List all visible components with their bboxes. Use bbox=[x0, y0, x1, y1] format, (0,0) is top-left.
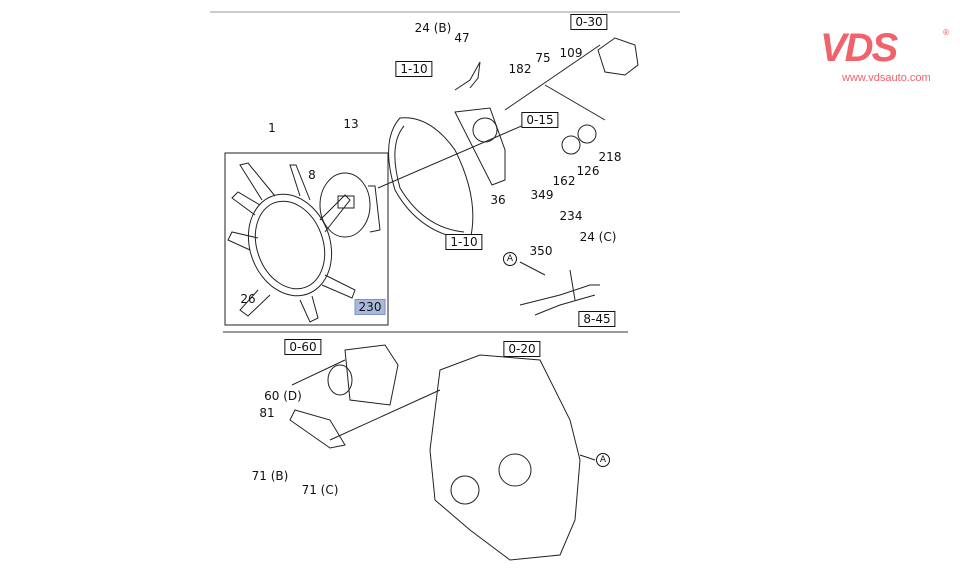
part-label[interactable]: 81 bbox=[259, 406, 275, 420]
logo-url[interactable]: www.vdsauto.com bbox=[842, 72, 931, 84]
part-label[interactable]: 182 bbox=[508, 62, 532, 76]
part-label[interactable]: 71 (B) bbox=[251, 469, 289, 483]
part-label[interactable]: 218 bbox=[598, 150, 622, 164]
part-label[interactable]: 13 bbox=[343, 117, 359, 131]
water-pump-drawing bbox=[454, 37, 639, 155]
part-label[interactable]: 26 bbox=[240, 292, 256, 306]
fan-group-box bbox=[224, 152, 389, 326]
connection-marker-a: A bbox=[596, 453, 610, 467]
part-label[interactable]: 24 (C) bbox=[579, 230, 617, 244]
part-label[interactable]: 75 bbox=[535, 51, 551, 65]
part-label-selected[interactable]: 230 bbox=[354, 299, 386, 315]
part-label[interactable]: 109 bbox=[559, 46, 583, 60]
belt-drawing bbox=[454, 107, 506, 186]
part-label[interactable]: 1 bbox=[268, 121, 276, 135]
part-label[interactable]: 162 bbox=[552, 174, 576, 188]
water-pipe-drawing bbox=[519, 261, 600, 316]
part-label[interactable]: 24 (B) bbox=[414, 21, 452, 35]
logo-mark: VDS bbox=[820, 26, 898, 70]
part-label[interactable]: 47 bbox=[454, 31, 470, 45]
fan-drawing bbox=[227, 162, 356, 323]
reference-box[interactable]: 1-10 bbox=[395, 61, 433, 77]
part-label[interactable]: 350 bbox=[529, 244, 553, 258]
alternator-drawing bbox=[289, 344, 399, 449]
registered-mark: ® bbox=[942, 28, 950, 37]
fan-clutch-drawing bbox=[319, 172, 381, 238]
reference-box[interactable]: 8-45 bbox=[578, 311, 616, 327]
connection-marker-a: A bbox=[503, 252, 517, 266]
part-label[interactable]: 234 bbox=[559, 209, 583, 223]
reference-box[interactable]: 0-60 bbox=[284, 339, 322, 355]
reference-box[interactable]: 1-10 bbox=[445, 234, 483, 250]
part-label[interactable]: 36 bbox=[490, 193, 506, 207]
part-label[interactable]: 126 bbox=[576, 164, 600, 178]
reference-box[interactable]: 0-20 bbox=[503, 341, 541, 357]
part-label[interactable]: 60 (D) bbox=[264, 389, 302, 403]
part-label[interactable]: 71 (C) bbox=[301, 483, 339, 497]
fan-shroud-drawing bbox=[388, 117, 474, 241]
part-label[interactable]: 349 bbox=[530, 188, 554, 202]
part-label[interactable]: 8 bbox=[308, 168, 316, 182]
reference-box[interactable]: 0-15 bbox=[521, 112, 559, 128]
vds-logo: VDS ® www.vdsauto.com bbox=[820, 28, 950, 84]
leader-lines bbox=[291, 44, 606, 461]
reference-box[interactable]: 0-30 bbox=[570, 14, 608, 30]
timing-case-drawing bbox=[429, 354, 581, 561]
